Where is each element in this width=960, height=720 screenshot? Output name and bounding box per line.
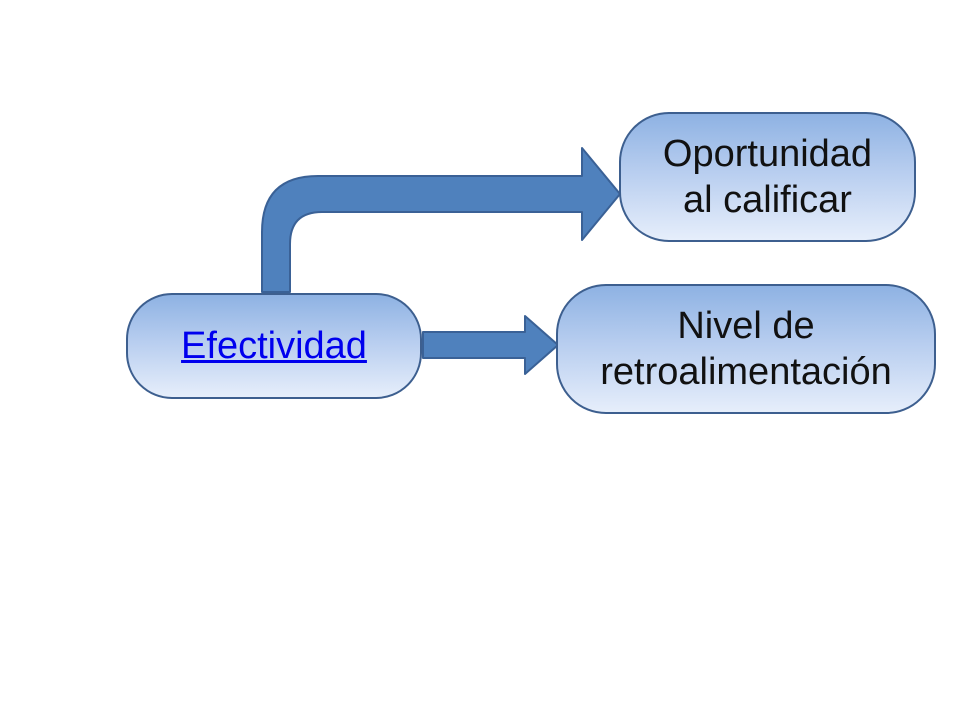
oportunidad-label: Oportunidad al calificar bbox=[662, 133, 873, 221]
nivel-retroalimentacion-label: Nivel de retroalimentación bbox=[600, 305, 892, 393]
node-oportunidad: Oportunidad al calificar bbox=[619, 112, 916, 242]
straight-arrow-to-nivel bbox=[422, 315, 559, 375]
efectividad-link[interactable]: Efectividad bbox=[181, 325, 367, 367]
bent-arrow-to-oportunidad bbox=[261, 147, 621, 293]
node-nivel-retroalimentacion: Nivel de retroalimentación bbox=[556, 284, 936, 414]
node-efectividad[interactable]: Efectividad bbox=[126, 293, 422, 399]
